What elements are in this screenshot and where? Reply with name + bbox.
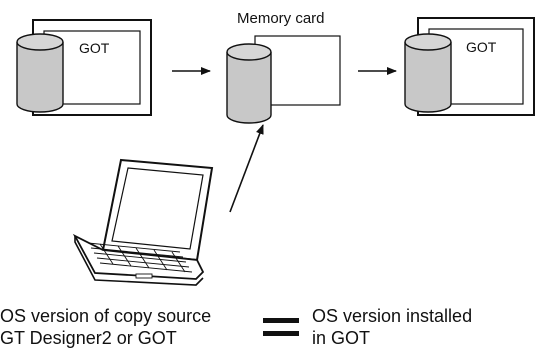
laptop-screen xyxy=(111,167,204,250)
memory-card-label: Memory card xyxy=(237,10,325,27)
equals-sign xyxy=(263,318,299,336)
cylinder-right-icon xyxy=(404,33,452,113)
cylinder-left-icon xyxy=(16,33,64,113)
arrow-laptop-to-memory-card xyxy=(229,124,264,213)
cylinder-middle-icon xyxy=(226,43,272,124)
laptop-touchpad xyxy=(135,273,153,279)
laptop-keyboard xyxy=(87,242,193,273)
got-unit-left: GOT xyxy=(16,19,152,116)
caption-copy-source-line1: OS version of copy source xyxy=(0,306,211,326)
got-unit-right: GOT xyxy=(404,17,535,116)
caption-installed-line1: OS version installed xyxy=(312,306,472,326)
laptop-icon xyxy=(72,158,214,286)
got-right-label: GOT xyxy=(466,39,497,55)
caption-installed-line2: in GOT xyxy=(312,328,370,348)
laptop-front-edge xyxy=(74,236,204,286)
memory-card-unit: Memory card xyxy=(226,10,341,124)
caption-copy-source-line2: GT Designer2 or GOT xyxy=(0,328,177,348)
got-left-label: GOT xyxy=(79,40,110,56)
